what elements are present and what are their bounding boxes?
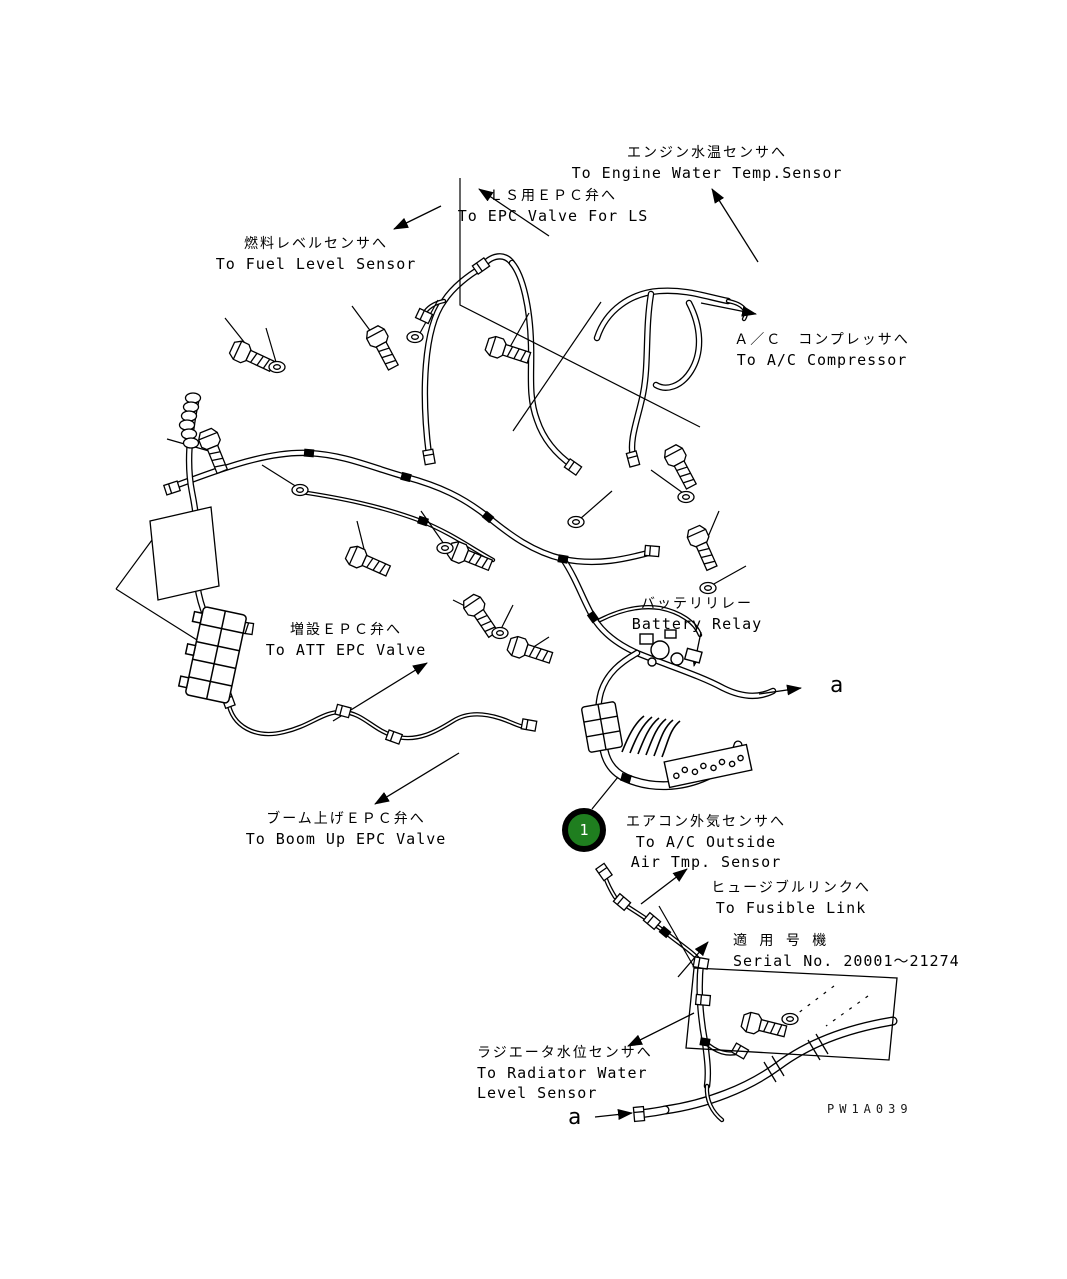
label-engine-water-temp: エンジン水温センサへ To Engine Water Temp.Sensor — [572, 143, 843, 183]
label-serial-jp: 適 用 号 機 — [733, 933, 829, 949]
bolts — [195, 323, 789, 1042]
leader-section-a-top — [758, 684, 802, 696]
left-panel — [149, 506, 220, 601]
label-fusible-link-jp: ヒュージブルリンクへ — [711, 880, 871, 896]
label-ac-compressor-jp: Ａ／Ｃ コンプレッサへ — [734, 332, 910, 348]
leader-radiator-water — [627, 1012, 695, 1047]
label-ac-outside-air-en1: To A/C Outside — [635, 833, 777, 851]
leader-fusible-link — [677, 941, 709, 978]
components — [149, 392, 898, 1083]
leader-epc-valve-ls — [478, 188, 550, 237]
label-serial-applicability: 適 用 号 機 Serial No. 20001～21274 — [733, 931, 960, 971]
drawing-number: PW1A039 — [827, 1102, 913, 1116]
label-att-epc-valve-jp: 増設ＥＰＣ弁へ — [290, 622, 402, 638]
label-ac-outside-air-en2: Air Tmp. Sensor — [630, 853, 782, 871]
callout-number: 1 — [579, 821, 589, 839]
label-radiator-water-jp: ラジエータ水位センサへ — [477, 1045, 653, 1061]
multipin-connector-left — [176, 603, 248, 705]
label-engine-water-temp-jp: エンジン水温センサへ — [627, 145, 787, 161]
label-fuel-level-jp: 燃料レベルセンサへ — [244, 236, 388, 252]
label-fuel-level: 燃料レベルセンサへ To Fuel Level Sensor — [216, 234, 417, 274]
section-marker-a-top: a — [830, 673, 844, 698]
leader-section-a-bottom — [594, 1109, 633, 1120]
hose-ticks — [763, 1033, 829, 1083]
leader-ac-outside-air — [640, 868, 688, 905]
battery-relay-cluster — [639, 629, 703, 667]
harness-tubes — [168, 253, 898, 1123]
leader-ac-compressor — [700, 302, 757, 317]
label-engine-water-temp-en: To Engine Water Temp.Sensor — [571, 164, 843, 182]
serial-box — [685, 967, 898, 1061]
label-epc-valve-ls-jp: ＬＳ用ＥＰＣ弁へ — [489, 188, 617, 204]
label-radiator-water-en2: Level Sensor — [477, 1084, 598, 1102]
multipin-connector-bottom — [580, 700, 624, 754]
label-radiator-water-en1: To Radiator Water — [477, 1064, 648, 1082]
terminal-strip — [663, 743, 753, 789]
label-fusible-link: ヒュージブルリンクへ To Fusible Link — [711, 878, 871, 918]
label-boom-up-epc-jp: ブーム上げＥＰＣ弁へ — [266, 811, 426, 827]
label-boom-up-epc-en: To Boom Up EPC Valve — [245, 830, 447, 848]
leader-engine-water-temp — [711, 188, 759, 263]
label-serial-en: Serial No. 20001～21274 — [733, 952, 960, 970]
label-radiator-water: ラジエータ水位センサへ To Radiator Water Level Sens… — [477, 1043, 653, 1103]
label-att-epc-valve: 増設ＥＰＣ弁へ To ATT EPC Valve — [266, 620, 427, 660]
label-battery-relay-en: Battery Relay — [631, 615, 763, 633]
label-ac-outside-air: エアコン外気センサへ To A/C Outside Air Tmp. Senso… — [626, 812, 786, 872]
label-fuel-level-en: To Fuel Level Sensor — [215, 255, 417, 273]
label-battery-relay: バッテリリレー Battery Relay — [632, 594, 762, 634]
label-battery-relay-jp: バッテリリレー — [641, 596, 753, 612]
label-att-epc-valve-en: To ATT EPC Valve — [265, 641, 427, 659]
washers — [268, 330, 799, 1026]
label-boom-up-epc: ブーム上げＥＰＣ弁へ To Boom Up EPC Valve — [246, 809, 447, 849]
label-ac-compressor: Ａ／Ｃ コンプレッサへ To A/C Compressor — [734, 330, 910, 370]
leader-lines — [115, 178, 869, 1027]
fan-wires — [621, 715, 681, 758]
label-fusible-link-en: To Fusible Link — [715, 899, 867, 917]
leader-boom-up-epc — [374, 752, 460, 805]
section-marker-a-bottom: a — [568, 1105, 582, 1130]
label-epc-valve-ls-en: To EPC Valve For LS — [457, 207, 649, 225]
label-ac-outside-air-jp: エアコン外気センサへ — [626, 814, 786, 830]
leader-fuel-level — [393, 205, 442, 230]
callout-balloon-1[interactable]: 1 — [562, 808, 606, 852]
label-epc-valve-ls: ＬＳ用ＥＰＣ弁へ To EPC Valve For LS — [458, 186, 649, 226]
label-ac-compressor-en: To A/C Compressor — [736, 351, 908, 369]
coil-connector-stack — [178, 392, 202, 449]
